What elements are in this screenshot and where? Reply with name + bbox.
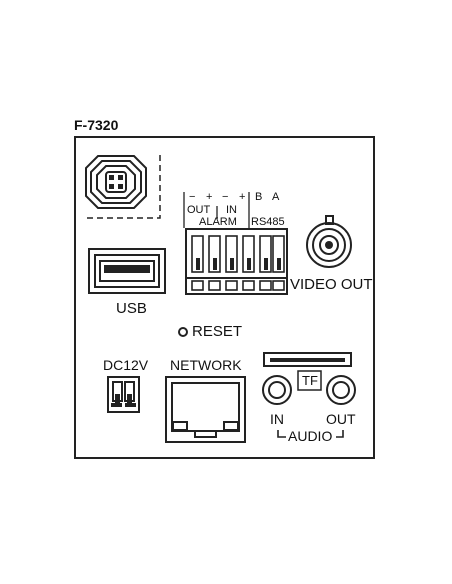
reset-button	[178, 327, 188, 337]
alarm-label-brackets	[183, 192, 250, 228]
rj45-network-port	[165, 376, 246, 443]
audio-out-jack	[326, 375, 356, 405]
tf-label: TF	[302, 373, 318, 388]
audio-in-jack	[262, 375, 292, 405]
network-label: NETWORK	[170, 357, 242, 373]
rs485-label: RS485	[251, 216, 285, 228]
audio-out-label: OUT	[326, 411, 356, 427]
video-out-label: VIDEO OUT	[290, 276, 373, 293]
usb-port	[88, 248, 166, 294]
audio-in-label: IN	[270, 411, 284, 427]
alarm-out-label: OUT	[187, 204, 211, 216]
alarm-out-minus: −	[189, 191, 196, 203]
audio-label: AUDIO	[288, 428, 333, 444]
rs485-a: A	[272, 191, 280, 203]
alarm-terminal-block	[185, 228, 288, 295]
alarm-in-plus: +	[239, 191, 246, 203]
rs485-b: B	[255, 191, 263, 203]
tf-label-box	[297, 370, 322, 391]
alarm-out-plus: +	[206, 191, 213, 203]
alarm-in-minus: −	[222, 191, 229, 203]
audio-bracket	[277, 430, 344, 438]
rear-panel	[74, 136, 375, 459]
model-label: F-7320	[74, 117, 119, 133]
usb-label: USB	[116, 300, 147, 317]
tf-card-slot	[263, 352, 352, 367]
alarm-in-label: IN	[226, 204, 237, 216]
aviation-connector	[85, 155, 161, 219]
alarm-label: ALARM	[199, 216, 237, 228]
bnc-video-out-connector	[306, 215, 352, 268]
reset-label: RESET	[192, 323, 243, 340]
dc-label: DC12V	[103, 357, 149, 373]
dc-power-terminal	[107, 376, 140, 413]
